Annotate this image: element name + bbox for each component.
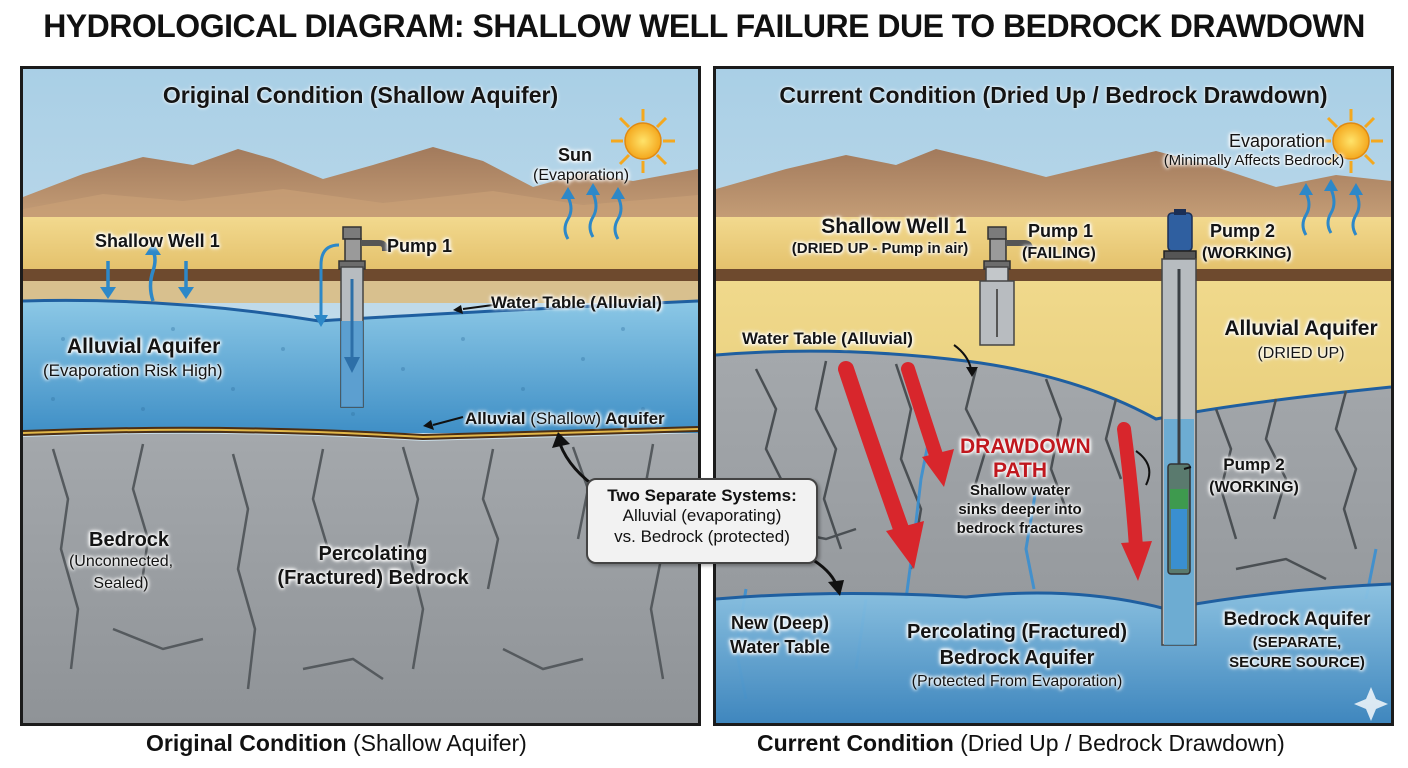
alluvial-aquifer-title-right: Alluvial Aquifer: [1224, 317, 1378, 340]
evaporation-arrows-right-icon: [1301, 188, 1361, 236]
alluvial-aquifer-dried: (DRIED UP): [1257, 345, 1345, 362]
callout-line-1: Alluvial (evaporating): [622, 506, 782, 526]
drawdown-path-line-2: PATH: [992, 459, 1048, 482]
deep-water-table-line-1: New (Deep): [730, 613, 829, 633]
diagram-title: HYDROLOGICAL DIAGRAM: SHALLOW WELL FAILU…: [43, 8, 1365, 44]
sun-sub-label: (Evaporation): [533, 167, 630, 184]
sun-icon: [611, 109, 675, 173]
deep-water-zone: [716, 584, 1391, 723]
shallow-well-1-sub: (DRIED UP - Pump in air): [791, 240, 969, 257]
callout-title: Two Separate Systems:: [607, 486, 797, 505]
well-flow-arrows-icon: [106, 250, 188, 302]
drawdown-path-line-1: DRAWDOWN: [960, 435, 1091, 458]
water-table-label-right: Water Table (Alluvial): [742, 329, 913, 348]
sun-label: Sun: [558, 145, 592, 165]
bedrock-sub-2: Sealed): [93, 575, 149, 592]
alluvial-aquifer-sub: (Evaporation Risk High): [43, 361, 223, 380]
two-systems-callout: Two Separate Systems: Alluvial (evaporat…: [586, 478, 818, 564]
left-caption: Original Condition (Shallow Aquifer): [146, 730, 527, 756]
shallow-well-label: Shallow Well 1: [95, 231, 220, 251]
right-panel: Current Condition (Dried Up / Bedrock Dr…: [713, 66, 1394, 726]
shallow-well-pipe: [314, 243, 364, 408]
pump-2-label-mid: Pump 2: [1223, 455, 1285, 474]
pump-1-icon: [338, 226, 388, 270]
pump-1-status: (FAILING): [1022, 245, 1096, 262]
right-caption: Current Condition (Dried Up / Bedrock Dr…: [757, 730, 1285, 756]
drawdown-arrows-icon: [838, 361, 1152, 581]
bedrock-aquifer-title: Bedrock Aquifer: [1223, 609, 1371, 630]
percolating-aquifer-sub: (Protected From Evaporation): [911, 673, 1123, 690]
pump-1-label: Pump 1: [387, 236, 453, 256]
left-scene: [23, 69, 698, 723]
bedrock-aquifer-sub-1: (SEPARATE,: [1252, 634, 1342, 651]
percolating-aquifer-line-2: Bedrock Aquifer: [939, 647, 1095, 669]
right-scene: [716, 69, 1391, 723]
drawdown-desc-1: Shallow water: [969, 482, 1071, 499]
percolating-bedrock-line-2: (Fractured) Bedrock: [277, 567, 469, 589]
drawdown-desc-3: bedrock fractures: [956, 520, 1084, 537]
evaporation-sub: (Minimally Affects Bedrock): [1163, 152, 1345, 169]
pump-2-well-pipe: [1161, 258, 1197, 646]
shallow-well-1-title: Shallow Well 1: [821, 215, 967, 238]
evaporation-label: Evaporation: [1228, 131, 1326, 151]
drawdown-desc-2: sinks deeper into: [958, 501, 1082, 518]
pump-2-icon: [1163, 209, 1197, 260]
deep-water-table-line-2: Water Table: [730, 637, 831, 657]
percolating-aquifer-line-1: Percolating (Fractured): [906, 621, 1128, 643]
shallow-aquifer-label: Alluvial (Shallow) Aquifer: [465, 409, 665, 428]
pump-2-label-top: Pump 2: [1210, 221, 1276, 241]
shallow-well-1-dry-pipe: [979, 266, 1015, 346]
bedrock-aquifer-sub-2: SECURE SOURCE): [1229, 654, 1365, 671]
bedrock-title: Bedrock: [89, 529, 170, 551]
bedrock-sub-1: (Unconnected,: [68, 553, 174, 570]
pump-2-status-top: (WORKING): [1202, 245, 1292, 262]
right-heading: Current Condition (Dried Up / Bedrock Dr…: [779, 82, 1328, 108]
evaporation-arrows-icon: [563, 192, 623, 240]
left-heading: Original Condition (Shallow Aquifer): [162, 82, 559, 108]
left-panel: Original Condition (Shallow Aquifer) Sun…: [20, 66, 701, 726]
sun-icon-right: [1332, 122, 1370, 160]
pump-1-label-right: Pump 1: [1028, 221, 1094, 241]
water-table-label: Water Table (Alluvial): [491, 293, 662, 312]
alluvial-aquifer-title: Alluvial Aquifer: [67, 335, 221, 358]
percolating-bedrock-line-1: Percolating: [318, 543, 428, 565]
callout-line-2: vs. Bedrock (protected): [614, 526, 790, 546]
bedrock-layer: [23, 433, 698, 723]
pump-2-status-mid: (WORKING): [1209, 479, 1299, 496]
